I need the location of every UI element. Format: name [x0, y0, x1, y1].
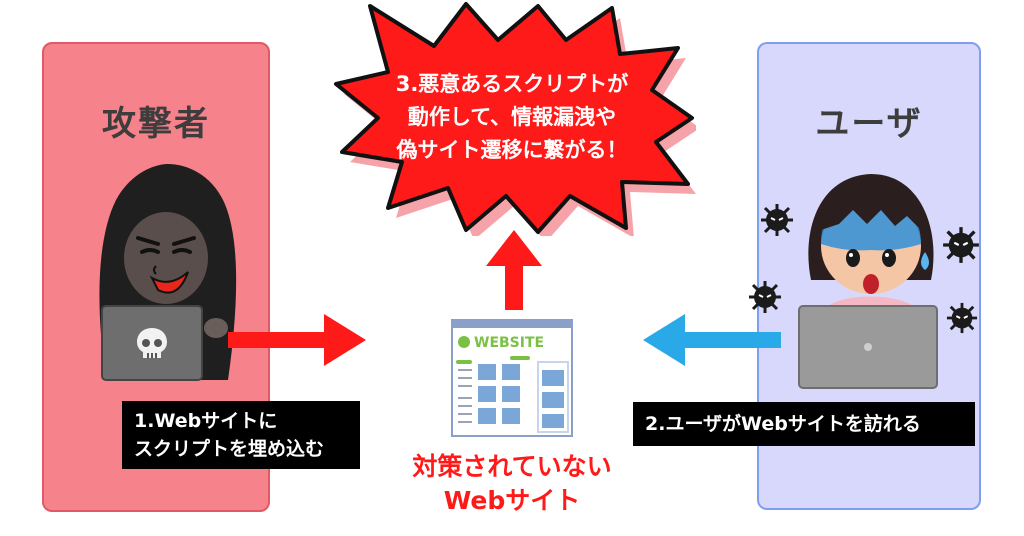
arrow-user-to-website [643, 314, 781, 366]
laptop-icon [798, 305, 938, 389]
website-label-line-2: Webサイト [443, 486, 581, 515]
attacker-caption: 1.Webサイトに スクリプトを埋め込む [122, 401, 360, 469]
virus-icon [946, 302, 978, 334]
burst-line-3: 偽サイト遷移に繋がる！ [396, 138, 628, 162]
virus-icon [749, 281, 781, 313]
virus-icon [761, 204, 793, 236]
skull-icon [137, 328, 167, 358]
user-caption: 2.ユーザがWebサイトを訪れる [633, 402, 975, 446]
alert-burst [334, 2, 696, 236]
website-logo-text: WEBSITE [474, 335, 544, 351]
arrow-website-to-burst [486, 230, 542, 310]
attacker-caption-line-1: 1.Webサイトに [134, 410, 278, 432]
attacker-caption-line-2: スクリプトを埋め込む [134, 438, 325, 460]
burst-line-1: 3.悪意あるスクリプトが [395, 72, 629, 96]
attacker-title: 攻撃者 [102, 104, 210, 144]
alert-burst-text: 3.悪意あるスクリプトが 動作して、情報漏洩や 偽サイト遷移に繋がる！ [352, 68, 672, 167]
website-icon: WEBSITE [451, 319, 573, 437]
website-label-line-1: 対策されていない [412, 452, 612, 481]
virus-icon [943, 227, 979, 263]
website-label: 対策されていない Webサイト [380, 450, 644, 518]
arrow-attacker-to-website [228, 314, 366, 366]
burst-line-2: 動作して、情報漏洩や [407, 105, 617, 129]
user-title: ユーザ [815, 104, 923, 144]
worried-user-illustration [808, 174, 934, 310]
